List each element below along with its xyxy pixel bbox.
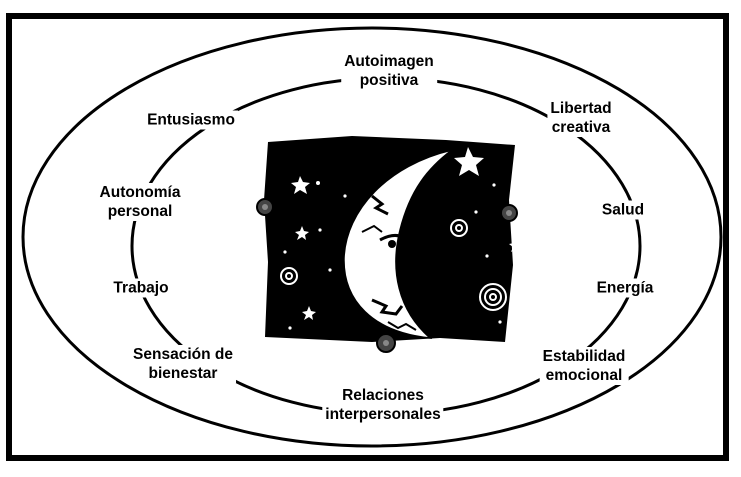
label-energia: Energía <box>593 278 657 298</box>
label-autonomia-personal: Autonomía personal <box>96 183 184 221</box>
label-relaciones-line1: Relaciones <box>342 387 424 404</box>
label-libertad-creativa: Libertad creativa <box>547 99 615 137</box>
label-autoimagen-line2: positiva <box>359 72 419 89</box>
label-salud: Salud <box>598 200 648 220</box>
label-salud-line1: Salud <box>601 201 645 219</box>
outer-ellipse <box>21 26 723 448</box>
label-trabajo-line1: Trabajo <box>113 279 169 297</box>
label-energia-line1: Energía <box>596 279 654 297</box>
label-entusiasmo: Entusiasmo <box>144 110 238 130</box>
label-sensacion-line1: Sensación de <box>133 346 233 363</box>
label-estabilidad-line1: Estabilidad <box>542 348 626 365</box>
label-relaciones-line2: interpersonales <box>325 406 441 423</box>
label-libertad-line2: creativa <box>551 119 611 136</box>
label-autonomia-line2: personal <box>107 203 173 220</box>
label-relaciones-interpersonales: Relaciones interpersonales <box>322 386 444 424</box>
label-libertad-line1: Libertad <box>550 100 612 117</box>
crescent-moon-face-icon <box>256 136 523 353</box>
label-sensacion-bienestar: Sensación de bienestar <box>130 345 236 383</box>
label-estabilidad-emocional: Estabilidad emocional <box>539 347 629 385</box>
label-trabajo: Trabajo <box>110 278 172 298</box>
label-entusiasmo-line1: Entusiasmo <box>147 111 235 129</box>
label-autonomia-line1: Autonomía <box>99 184 181 201</box>
label-autoimagen-positiva: Autoimagen positiva <box>341 52 437 90</box>
label-autoimagen-line1: Autoimagen <box>344 53 434 70</box>
label-estabilidad-line2: emocional <box>545 367 623 384</box>
label-sensacion-line2: bienestar <box>148 365 218 382</box>
